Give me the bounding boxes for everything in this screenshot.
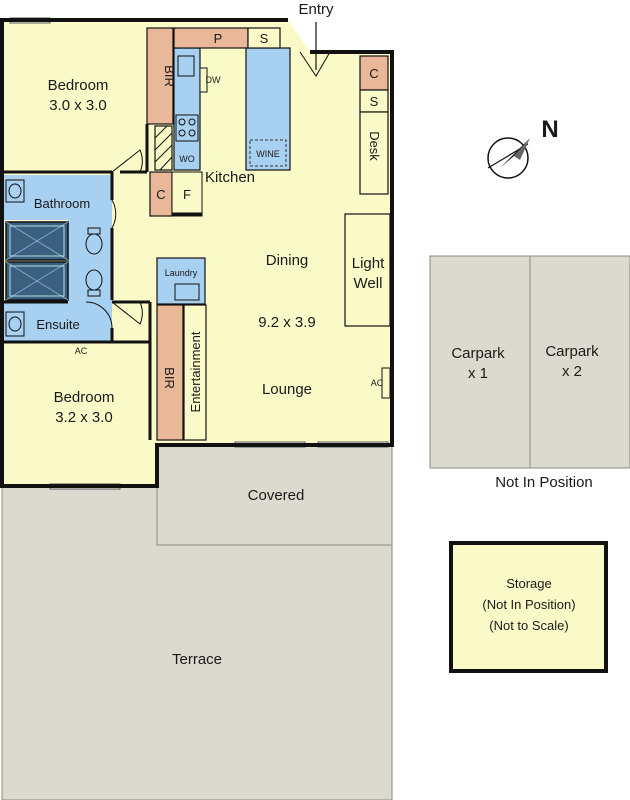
bir1-label: BIR bbox=[162, 65, 177, 87]
carpark-1 bbox=[429, 255, 531, 469]
shower-bottom-x2 bbox=[5, 261, 69, 301]
hatch-3 bbox=[154, 144, 173, 163]
pantry bbox=[173, 27, 249, 49]
north-label: N bbox=[541, 116, 558, 143]
storage-cage bbox=[449, 541, 608, 673]
wine-rack bbox=[249, 139, 287, 167]
hob-1 bbox=[178, 118, 186, 126]
kitchen-label: Kitchen bbox=[205, 169, 255, 186]
laundry-trough bbox=[174, 283, 200, 301]
storage-top-label: S bbox=[260, 31, 269, 46]
lounge-label: Lounge bbox=[262, 381, 312, 398]
dishwasher-box bbox=[199, 67, 208, 93]
living-size-label: 9.2 x 3.9 bbox=[258, 314, 316, 331]
hatch-1 bbox=[154, 125, 168, 139]
hatch-4 bbox=[159, 156, 173, 171]
basin-bathroom bbox=[5, 179, 25, 203]
carpark1-label-b: x 1 bbox=[468, 365, 488, 382]
bir-bedroom2 bbox=[156, 304, 184, 441]
light-well bbox=[344, 213, 391, 327]
kitchen-island bbox=[245, 47, 291, 171]
fridge-label: F bbox=[183, 187, 191, 202]
carpark-2 bbox=[529, 255, 630, 469]
dishwasher-label: DW bbox=[206, 75, 221, 85]
carpark2-label-b: x 2 bbox=[562, 363, 582, 380]
shower-top-inner bbox=[9, 225, 65, 257]
storage-label-3: (Not to Scale) bbox=[489, 618, 568, 633]
ensuite-label: Ensuite bbox=[36, 317, 79, 332]
toilet-top bbox=[85, 233, 103, 255]
storage-label-2: (Not In Position) bbox=[482, 597, 575, 612]
ac-lounge-label: AC bbox=[371, 378, 384, 388]
desk-label: Desk bbox=[367, 131, 382, 161]
storage-right-label: S bbox=[370, 94, 379, 109]
dining-label: Dining bbox=[266, 252, 309, 269]
external-wall bbox=[0, 18, 394, 488]
entertainment-label: Entertainment bbox=[188, 331, 203, 412]
toilet-bottom-cistern bbox=[87, 289, 101, 297]
internal-walls bbox=[2, 124, 202, 440]
basin-ensuite bbox=[5, 311, 25, 337]
storage-label-1: Storage bbox=[506, 576, 552, 591]
basin-ensuite-bowl bbox=[8, 316, 22, 332]
ac-ensuite-label: AC bbox=[75, 346, 88, 356]
bedroom2-size: 3.2 x 3.0 bbox=[55, 409, 113, 426]
bedroom2-label: Bedroom bbox=[54, 389, 115, 406]
carpark2-label-a: Carpark bbox=[545, 343, 599, 360]
hob-4 bbox=[188, 129, 196, 137]
storage-top bbox=[247, 27, 281, 49]
hatch-2 bbox=[154, 132, 173, 151]
hob-2 bbox=[188, 118, 196, 126]
desk-bench bbox=[359, 111, 389, 195]
cupboard-kitchen-label: C bbox=[156, 187, 165, 202]
covered-label: Covered bbox=[248, 487, 305, 504]
interior-floor bbox=[2, 20, 390, 486]
light-well-label-2: Well bbox=[354, 275, 383, 292]
entry-label: Entry bbox=[298, 1, 334, 18]
fridge-space bbox=[171, 171, 203, 217]
bedroom1-size: 3.0 x 3.0 bbox=[49, 97, 107, 114]
carpark1-label-a: Carpark bbox=[451, 345, 505, 362]
terrace-label: Terrace bbox=[172, 651, 222, 668]
carpark-note: Not In Position bbox=[495, 474, 593, 491]
covered-area bbox=[156, 444, 393, 546]
shower-top-x2 bbox=[5, 221, 69, 261]
basin-bathroom-bowl bbox=[8, 183, 22, 199]
light-well-label-1: Light bbox=[352, 255, 385, 272]
entertainment-unit bbox=[183, 304, 207, 441]
bir-bedroom1 bbox=[146, 27, 174, 125]
cooktop bbox=[175, 114, 199, 142]
wall-oven-label: WO bbox=[179, 154, 195, 164]
hob-3 bbox=[178, 129, 186, 137]
pantry-label: P bbox=[214, 31, 223, 46]
toilet-top-cistern bbox=[87, 227, 101, 235]
shower-bottom-inner bbox=[9, 265, 65, 297]
bir2-label: BIR bbox=[162, 367, 177, 389]
wine-label: WINE bbox=[256, 149, 280, 159]
door-swings bbox=[85, 51, 331, 329]
bathroom-label: Bathroom bbox=[34, 196, 90, 211]
compass-icon bbox=[487, 137, 530, 179]
toilet-bottom bbox=[85, 269, 103, 291]
kitchen-sink bbox=[177, 55, 195, 77]
cupboard-right-label: C bbox=[369, 66, 378, 81]
laundry-label: Laundry bbox=[165, 268, 198, 278]
bedroom1-label: Bedroom bbox=[48, 77, 109, 94]
